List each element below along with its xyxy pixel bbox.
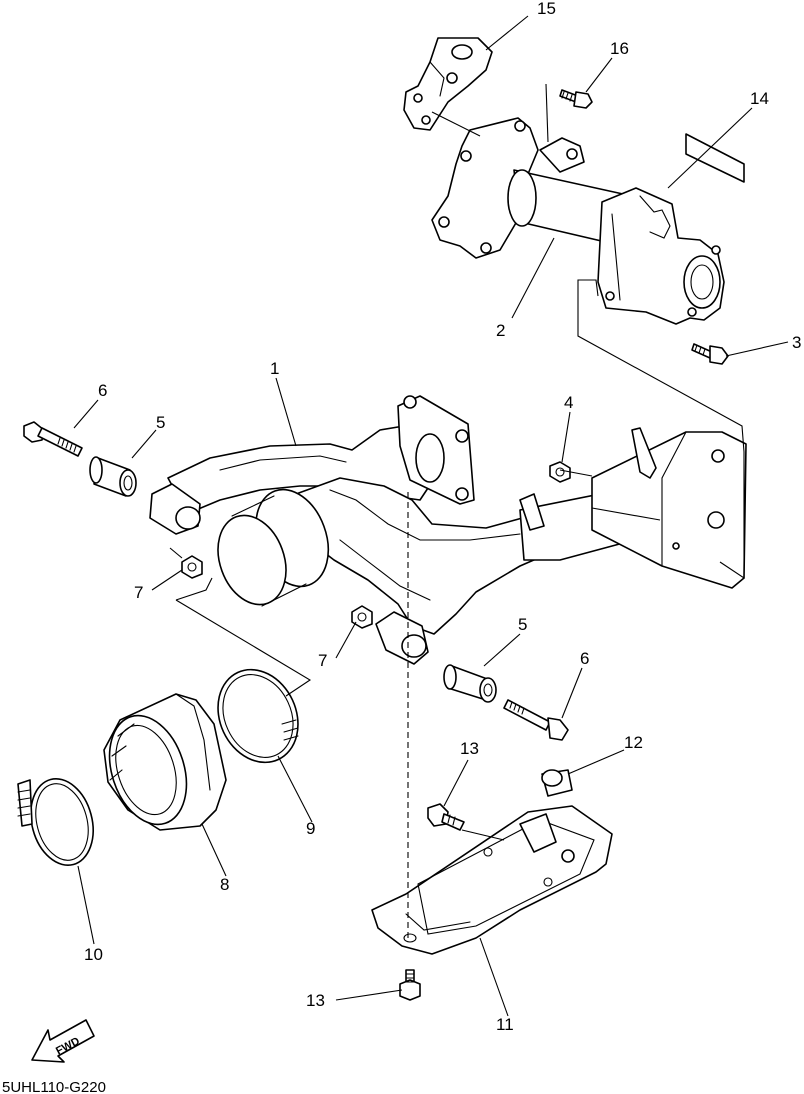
part-13-bolt-lower — [399, 969, 421, 1001]
part-16-bolt — [559, 89, 593, 109]
callout-leaders — [73, 15, 789, 1017]
part-5-bushing-lower — [443, 664, 497, 703]
drawing-code: 5UHL110-G220 — [2, 1079, 106, 1094]
part-10-clamp — [17, 777, 94, 867]
callout-15: 15 — [537, 0, 556, 18]
callout-labels: 15 16 14 2 3 1 6 5 4 7 7 5 6 13 12 9 8 1… — [84, 0, 801, 1034]
callout-5-lower: 5 — [518, 615, 527, 634]
callout-7-right: 7 — [318, 651, 327, 670]
part-11-guard — [371, 805, 613, 955]
callout-9: 9 — [306, 819, 315, 838]
callout-6-upper: 6 — [98, 381, 107, 400]
callout-2: 2 — [496, 321, 505, 340]
callout-8: 8 — [220, 875, 229, 894]
callout-11: 11 — [496, 1015, 514, 1034]
part-9-ring — [217, 668, 299, 764]
part-13-bolt-upper — [427, 803, 465, 831]
part-6-bolt-upper — [23, 421, 83, 457]
part-8-boot — [103, 693, 227, 831]
callout-13-lower: 13 — [306, 991, 325, 1010]
callout-12: 12 — [624, 733, 643, 752]
part-3-bolt — [691, 343, 729, 365]
part-7-nut-b — [351, 605, 373, 629]
callout-6-lower: 6 — [580, 649, 589, 668]
part-7-nut-a — [181, 555, 203, 579]
part-12-damper — [541, 769, 573, 797]
part-5-bushing-upper — [89, 456, 137, 497]
callout-3: 3 — [792, 333, 801, 352]
part-6-bolt-lower — [503, 699, 569, 741]
callout-1: 1 — [270, 359, 279, 378]
part-14-label — [685, 133, 745, 183]
callout-13-upper: 13 — [460, 739, 479, 758]
part-1-swingarm — [149, 395, 747, 665]
callout-5-upper: 5 — [156, 413, 165, 432]
part-15-bracket — [403, 37, 493, 131]
callout-10: 10 — [84, 945, 103, 964]
callout-16: 16 — [610, 39, 629, 58]
callout-4: 4 — [564, 393, 573, 412]
callout-14: 14 — [750, 89, 769, 108]
reference-lines — [169, 83, 745, 940]
fwd-arrow: FWD — [31, 1019, 95, 1063]
callout-7-left: 7 — [134, 583, 143, 602]
part-4-nut — [549, 461, 571, 483]
part-2-axle-housing — [431, 117, 725, 325]
